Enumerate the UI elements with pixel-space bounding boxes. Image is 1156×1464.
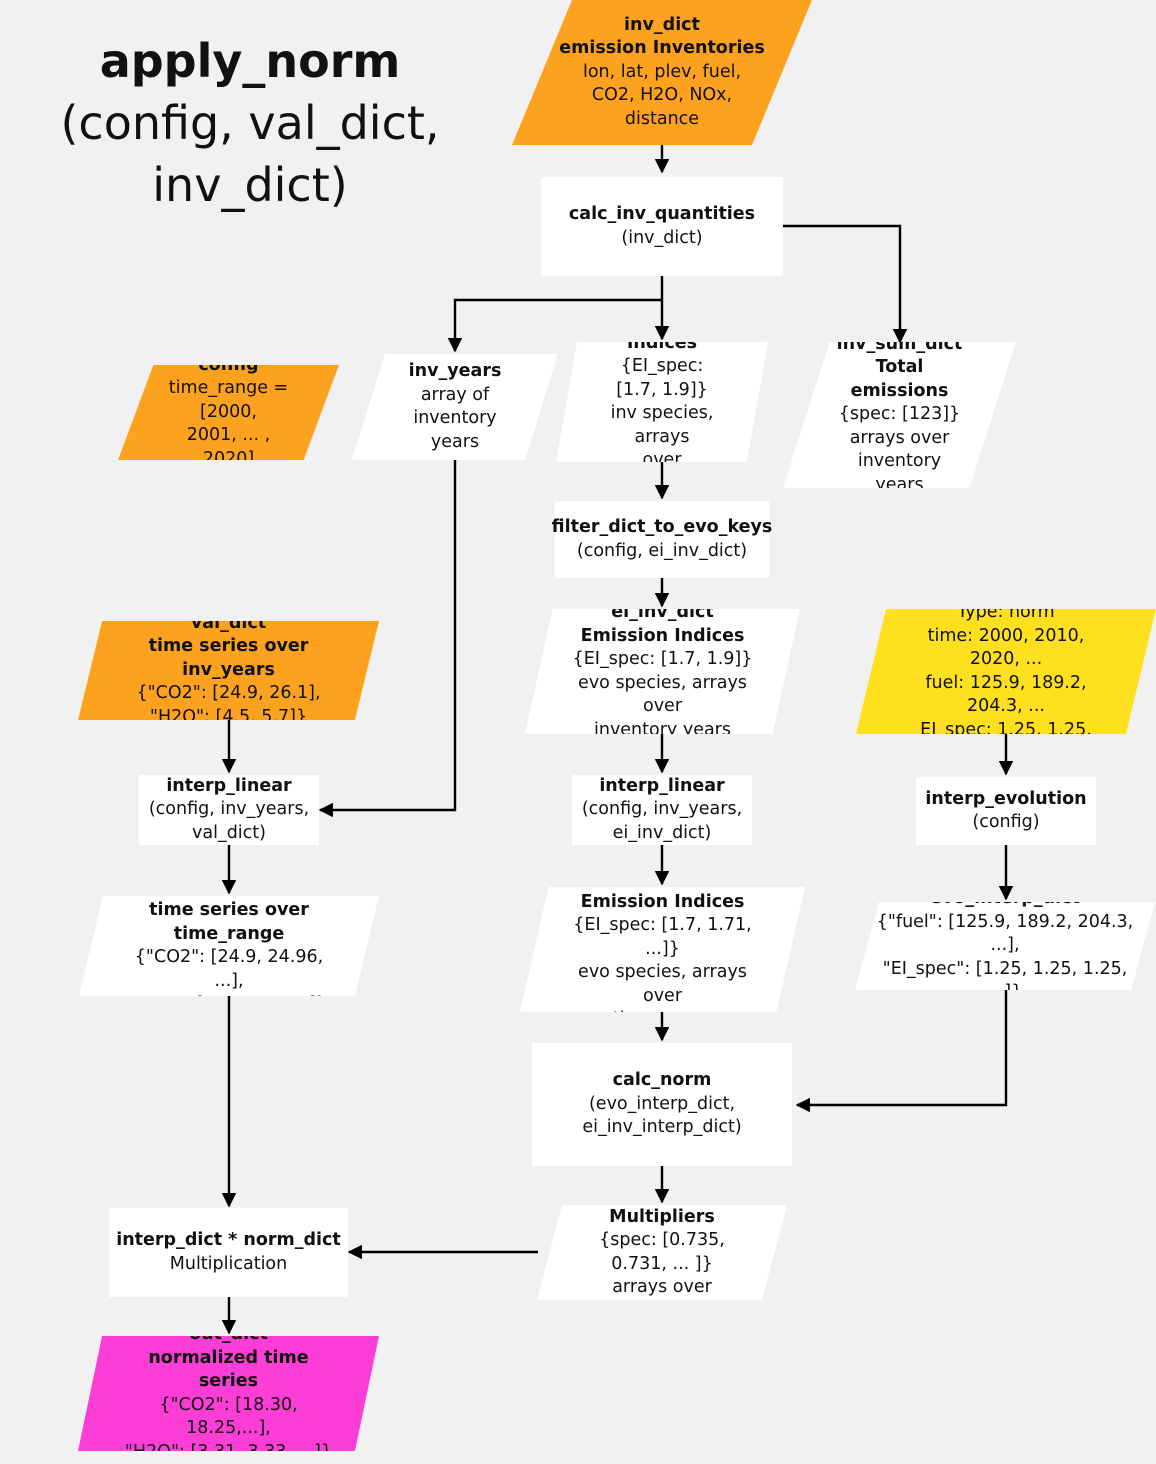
calc-norm-node: calc_norm (evo_interp_dict, ei_inv_inter… — [532, 1043, 792, 1166]
title-function-name: apply_norm — [40, 30, 460, 92]
node-text: (config, ei_inv_dict) — [577, 540, 747, 564]
node-text: ei_inv_dict) — [613, 822, 712, 846]
node-title: out_dict — [189, 1323, 268, 1347]
node-title: calc_norm — [613, 1069, 712, 1093]
node-text: time_range = [2000, — [162, 377, 295, 424]
node-subtitle: emission Inventories — [559, 37, 765, 61]
ei-inv-dict-node: ei_inv_dict Emission Indices {EI_spec: [… — [556, 342, 768, 462]
node-title: ei_inv_dict — [611, 601, 714, 625]
title-arguments-line-2: inv_dict) — [40, 154, 460, 216]
node-text: fuel: 125.9, 189.2, 204.3, ... — [900, 672, 1112, 719]
node-text: (config) — [972, 811, 1039, 835]
node-title: inv_dict — [624, 14, 700, 38]
node-text: evo species, arrays over — [569, 672, 756, 719]
node-text: {EI_spec: [1.7, 1.9]} — [600, 355, 724, 402]
filter-dict-to-evo-keys-node: filter_dict_to_evo_keys (config, ei_inv_… — [555, 501, 769, 578]
interp-linear-ei-node: interp_linear (config, inv_years, ei_inv… — [572, 775, 752, 845]
norm-dict-node: norm_dict Multipliers {spec: [0.735, 0.7… — [537, 1205, 787, 1300]
node-title: inv_years — [409, 360, 502, 384]
node-subtitle: time series over time_range — [123, 899, 335, 946]
interp-dict-node: interp_dict time series over time_range … — [79, 896, 379, 996]
node-title: interp_dict * norm_dict — [116, 1229, 341, 1253]
node-text: time_range — [613, 1008, 712, 1032]
node-text: inventory years — [594, 719, 731, 743]
node-title: norm_dict — [613, 1182, 710, 1206]
node-title: calc_inv_quantities — [569, 203, 755, 227]
node-text: years — [875, 474, 923, 498]
node-text: CO2, H2O, NOx, distance — [556, 84, 768, 131]
evo-interp-dict-node: evo_interp_dict {"fuel": [125.9, 189.2, … — [855, 902, 1155, 990]
node-title: interp_dict — [176, 876, 282, 900]
node-title: interp_linear — [166, 775, 291, 799]
node-subtitle: Emission Indices — [581, 891, 745, 915]
node-text: "H2O": [4.5, 5.7]} — [150, 706, 307, 730]
node-subtitle: Multipliers — [609, 1206, 715, 1230]
out-dict-node: out_dict normalized time series {"CO2": … — [78, 1336, 379, 1451]
node-text: val_dict) — [192, 822, 266, 846]
node-subtitle: Emission Indices — [600, 308, 724, 355]
calc-inv-quantities-node: calc_inv_quantities (inv_dict) — [541, 177, 783, 276]
inv-years-node: inv_years array of inventory years — [352, 354, 558, 460]
node-title: interp_linear — [599, 775, 724, 799]
node-text: {"fuel": [125.9, 189.2, 204.3, ...], — [875, 911, 1135, 958]
node-title: ei_inv_dict — [611, 285, 714, 309]
interp-evolution-node: interp_evolution (config) — [916, 777, 1096, 845]
node-text: "H2O": [4.5, 4.56, ...]} — [131, 993, 327, 1017]
node-text: {EI_spec: [1.7, 1.9]} — [573, 648, 753, 672]
node-title: inv_sum_dict — [837, 333, 963, 357]
node-text: years — [431, 431, 479, 455]
node-text: "H2O": [3.31, 3.33, ...]} — [125, 1441, 332, 1464]
node-title: val_dict — [191, 612, 266, 636]
node-text: {EI_spec: [1.7, 1.71, ...]} — [564, 914, 761, 961]
node-text: (inv_dict) — [621, 227, 702, 251]
node-text: lon, lat, plev, fuel, — [583, 61, 741, 85]
arrow-calc-inv-quantities-to-inv-sum-dict — [783, 226, 900, 342]
ei-inv-interp-dict-node: ei_inv_interp_dict Emission Indices {EI_… — [520, 887, 805, 1012]
node-text: {"CO2": [24.9, 26.1], — [136, 682, 320, 706]
node-subtitle: Emission Indices — [581, 625, 745, 649]
node-text: {spec: [0.735, 0.731, ... ]} — [581, 1229, 743, 1276]
node-text: (evo_interp_dict, — [589, 1093, 735, 1117]
node-title: ei_inv_interp_dict — [577, 867, 748, 891]
node-text: 2001, ... , 2020] — [162, 424, 295, 471]
node-text: {"CO2": [24.9, 24.96, ...], — [123, 946, 335, 993]
config-node: config time_range = [2000, 2001, ... , 2… — [118, 365, 339, 460]
node-text: (config, inv_years, — [582, 798, 742, 822]
node-title: interp_evolution — [925, 788, 1086, 812]
node-text: (config, inv_years, — [149, 798, 309, 822]
node-text: Type: norm — [957, 601, 1054, 625]
diagram-title: apply_norm (config, val_dict, inv_dict) — [40, 30, 460, 216]
interp-linear-val-node: interp_linear (config, inv_years, val_di… — [139, 775, 319, 845]
node-text: "EI_spec": [1.25, 1.25, 1.25, ...]} — [875, 958, 1135, 1005]
evolution-node: evolution Type: norm time: 2000, 2010, 2… — [856, 609, 1156, 734]
node-subtitle: time series over inv_years — [122, 635, 335, 682]
arrow-evo-interp-dict-to-calc-norm — [797, 990, 1006, 1105]
node-text: inv species, arrays — [600, 402, 724, 449]
node-subtitle: Total emissions — [827, 356, 972, 403]
node-text: arrays over time_range — [581, 1276, 743, 1323]
inv-dict-node: inv_dict emission Inventories lon, lat, … — [512, 0, 812, 145]
ei-inv-dict-evo-node: ei_inv_dict Emission Indices {EI_spec: [… — [525, 609, 800, 734]
node-text: Multiplication — [170, 1253, 287, 1277]
node-title: evo_interp_dict — [930, 887, 1080, 911]
multiplication-node: interp_dict * norm_dict Multiplication — [109, 1208, 348, 1297]
node-text: {spec: [123]} — [839, 403, 960, 427]
inv-sum-dict-node: inv_sum_dict Total emissions {spec: [123… — [783, 342, 1016, 488]
val-dict-node: val_dict time series over inv_years {"CO… — [78, 621, 379, 720]
node-text: array of inventory — [396, 384, 514, 431]
node-title: config — [198, 354, 258, 378]
node-text: evo species, arrays over — [564, 961, 761, 1008]
node-subtitle: normalized time series — [122, 1347, 335, 1394]
node-title: evolution — [960, 578, 1053, 602]
node-text: time: 2000, 2010, 2020, ... — [900, 625, 1112, 672]
node-text: {"CO2": [18.30, 18.25,...], — [122, 1394, 335, 1441]
node-title: filter_dict_to_evo_keys — [552, 516, 773, 540]
node-text: ei_inv_interp_dict) — [582, 1116, 741, 1140]
node-text: EI_spec: 1.25, 1.25, 1.25, ... — [900, 719, 1112, 766]
node-text: arrays over inventory — [827, 427, 972, 474]
title-arguments-line-1: (config, val_dict, — [40, 92, 460, 154]
